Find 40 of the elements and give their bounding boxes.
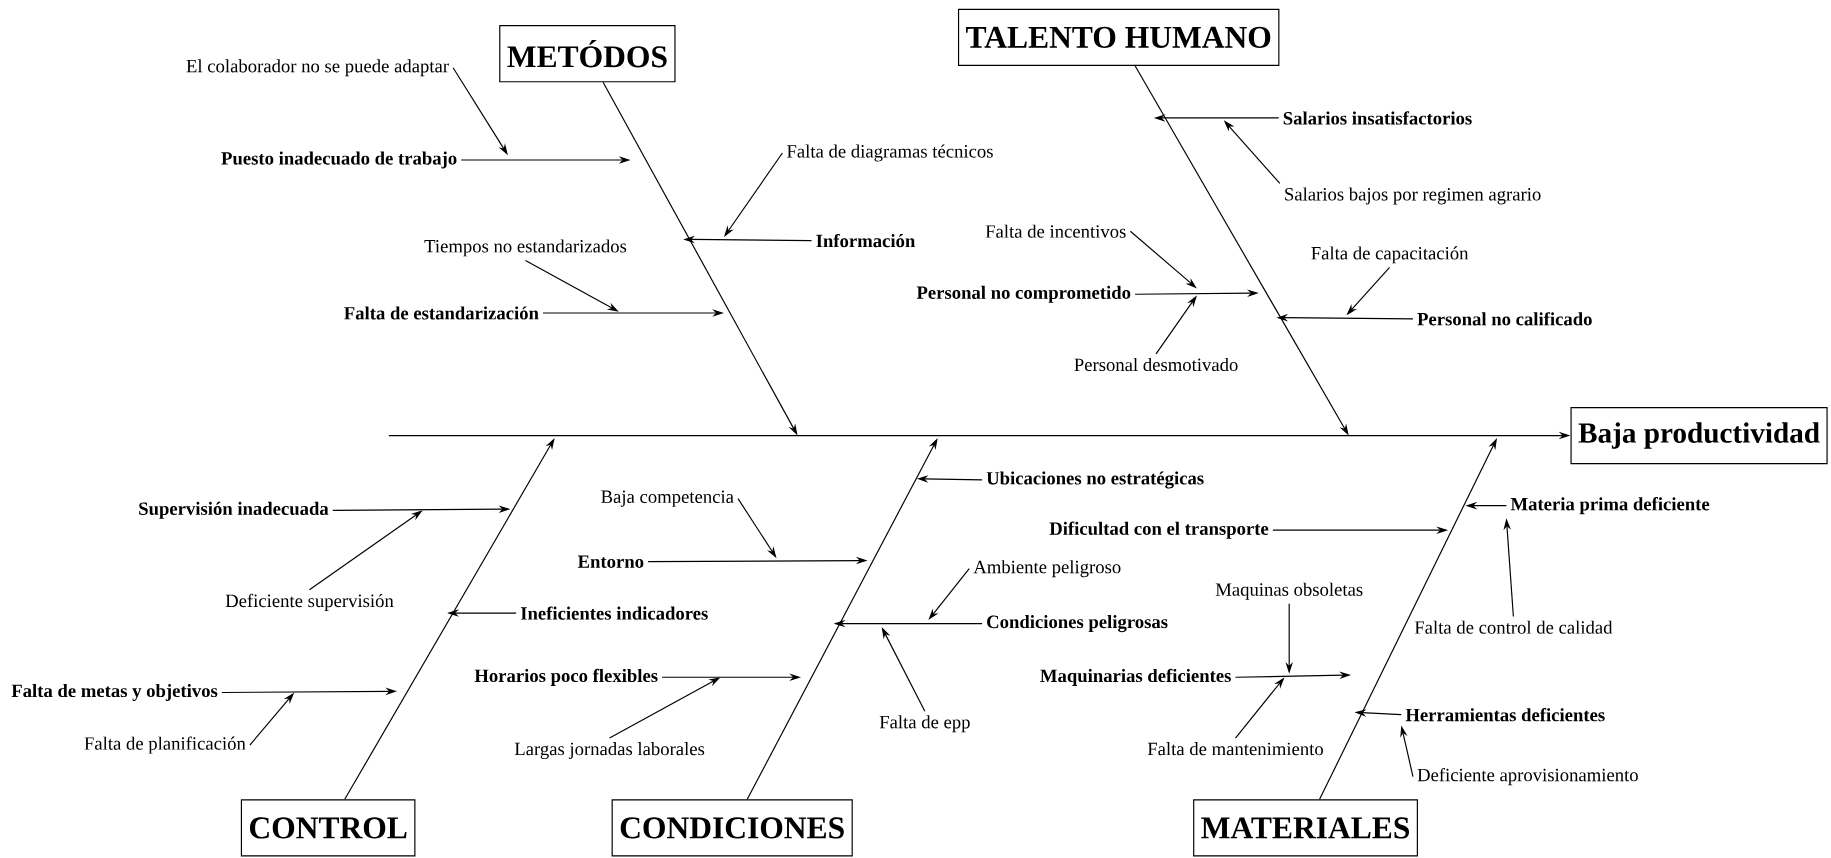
cause-label: Falta de estandarización [344, 306, 539, 320]
cause-label: Supervisión inadecuada [139, 501, 329, 519]
cause-label: Dificultad con el transporte [1049, 521, 1269, 539]
cause-label: Maquinarias deficientes [1040, 668, 1231, 686]
cause-label: Puesto inadecuado de trabajo [221, 151, 457, 169]
sub-cause-label: Falta de diagramas técnicos [787, 144, 993, 162]
cause-label: Horarios poco flexibles [474, 668, 658, 686]
sub-cause-label: Falta de capacitación [1311, 246, 1469, 264]
cause-label: Herramientas deficientes [1405, 707, 1605, 722]
sub-cause-label: Salarios bajos por regimen agrario [1285, 187, 1541, 205]
category-box: TALENTO HUMANO [957, 8, 1280, 66]
sub-cause-label: Falta de mantenimiento [1147, 741, 1323, 756]
sub-cause-label: Falta de epp [879, 715, 970, 733]
sub-cause-label: Personal desmotivado [1074, 357, 1238, 371]
cause-label: Condiciones peligrosas [987, 614, 1168, 632]
cause-label: Ineficientes indicadores [520, 606, 708, 620]
cause-label: Ubicaciones no estratégicas [986, 471, 1204, 489]
sub-cause-label: Baja competencia [601, 490, 734, 507]
cause-label: Personal no calificado [1417, 312, 1592, 326]
cause-label: Personal no comprometido [916, 285, 1131, 303]
sub-cause-label: Maquinas obsoletas [1215, 582, 1363, 600]
sub-cause-label: Falta de incentivos [985, 224, 1126, 238]
category-box: MATERIALES [1193, 799, 1418, 857]
category-box: CONDICIONES [611, 799, 853, 857]
sub-cause-label: Deficiente aprovisionamiento [1417, 767, 1638, 785]
sub-cause-label: Falta de planificación [84, 736, 246, 754]
sub-cause-label: Falta de control de calidad [1414, 620, 1613, 634]
cause-label: Falta de metas y objetivos [11, 683, 218, 701]
sub-cause-label: Largas jornadas laborales [514, 741, 705, 759]
sub-cause-label: Tiempos no estandarizados [424, 239, 627, 257]
effect-box: Baja productividad [1570, 406, 1828, 465]
category-box: METÓDOS [499, 24, 676, 83]
cause-label: Información [816, 233, 916, 248]
cause-label: Salarios insatisfactorios [1283, 111, 1472, 125]
sub-cause-label: Deficiente supervisión [225, 593, 394, 611]
cause-label: Materia prima deficiente [1510, 496, 1710, 515]
category-box: CONTROL [240, 799, 416, 857]
sub-cause-label: El colaborador no se puede adaptar [186, 59, 449, 77]
sub-cause-label: Ambiente peligroso [973, 560, 1121, 578]
cause-label: Entorno [577, 555, 644, 568]
